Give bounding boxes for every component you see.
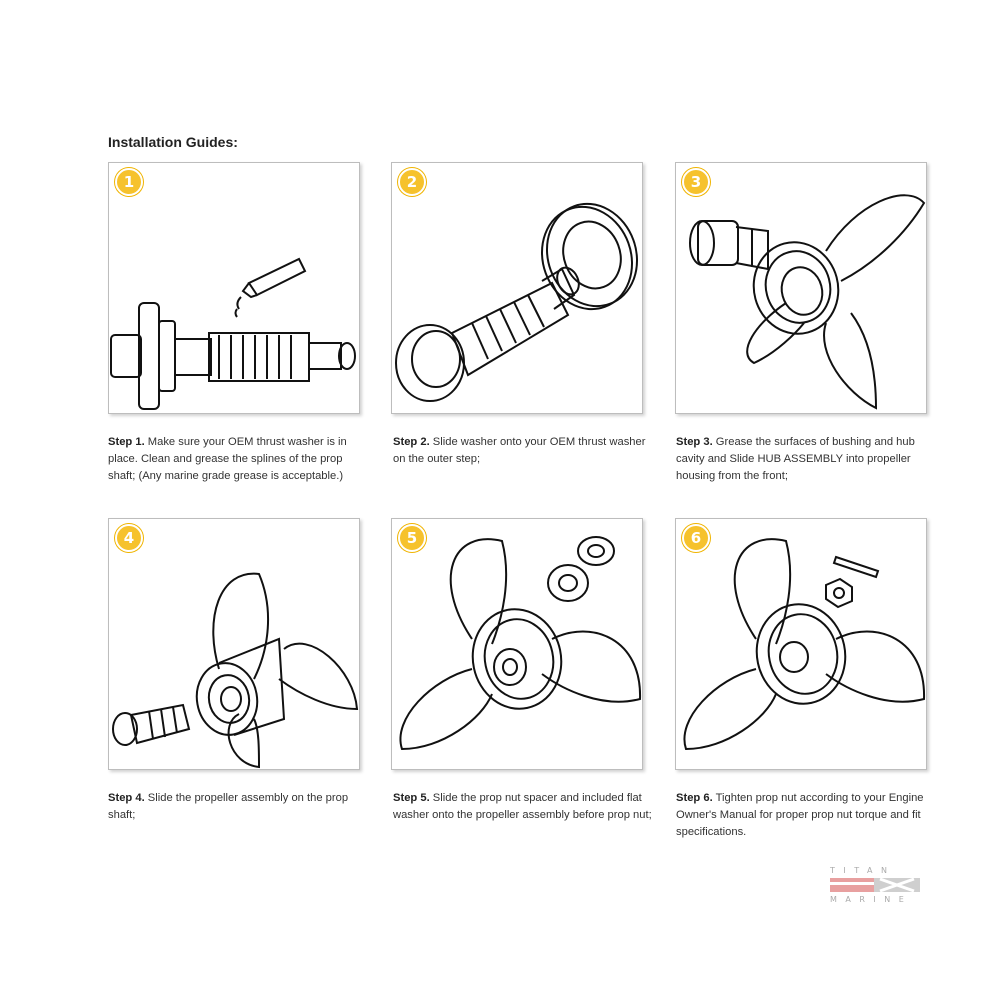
step-6-text: Tighten prop nut according to your Engin… (676, 792, 924, 838)
step-5-label: Step 5. (393, 792, 430, 804)
step-1-label: Step 1. (108, 436, 145, 448)
step-2-label: Step 2. (393, 436, 430, 448)
hub-assembly-drawing (689, 194, 926, 410)
step-5-text: Slide the prop nut spacer and included f… (393, 792, 652, 821)
step-4-illustration: 4 (108, 518, 360, 770)
step-3-label: Step 3. (676, 436, 713, 448)
step-5-badge: 5 (398, 524, 426, 552)
step-6-label: Step 6. (676, 792, 713, 804)
step-2-text: Slide washer onto your OEM thrust washer… (393, 436, 646, 465)
step-2-illustration: 2 (391, 162, 643, 414)
step-6-caption: Step 6. Tighten prop nut according to yo… (676, 790, 938, 841)
step-4-badge: 4 (115, 524, 143, 552)
step-4-text: Slide the propeller assembly on the prop… (108, 792, 349, 821)
step-2-caption: Step 2. Slide washer onto your OEM thrus… (393, 434, 655, 468)
step-3-caption: Step 3. Grease the surfaces of bushing a… (676, 434, 938, 485)
logo-mark-icon (830, 877, 920, 893)
step-5-caption: Step 5. Slide the prop nut spacer and in… (393, 790, 655, 824)
spacer-and-washer-drawing (399, 536, 642, 751)
propeller-on-shaft-drawing (112, 572, 359, 769)
step-1-text: Make sure your OEM thrust washer is in p… (108, 436, 347, 482)
step-4-label: Step 4. (108, 792, 145, 804)
step-4-caption: Step 4. Slide the propeller assembly on … (108, 790, 370, 824)
step-6-badge: 6 (682, 524, 710, 552)
step-3-text: Grease the surfaces of bushing and hub c… (676, 436, 915, 482)
prop-nut-tighten-drawing (683, 538, 926, 751)
titan-marine-logo: TITAN MARINE (830, 866, 920, 906)
page-title: Installation Guides: (108, 134, 238, 150)
step-2-badge: 2 (398, 168, 426, 196)
logo-top-text: TITAN (830, 866, 896, 875)
step-3-badge: 3 (682, 168, 710, 196)
prop-shaft-grease-drawing (110, 257, 356, 410)
logo-bottom-text: MARINE (830, 895, 913, 904)
step-1-illustration: 1 (108, 162, 360, 414)
step-5-illustration: 5 (391, 518, 643, 770)
step-1-caption: Step 1. Make sure your OEM thrust washer… (108, 434, 370, 485)
step-1-badge: 1 (115, 168, 143, 196)
step-6-illustration: 6 (675, 518, 927, 770)
step-3-illustration: 3 (675, 162, 927, 414)
washer-onto-shaft-drawing (395, 202, 639, 402)
